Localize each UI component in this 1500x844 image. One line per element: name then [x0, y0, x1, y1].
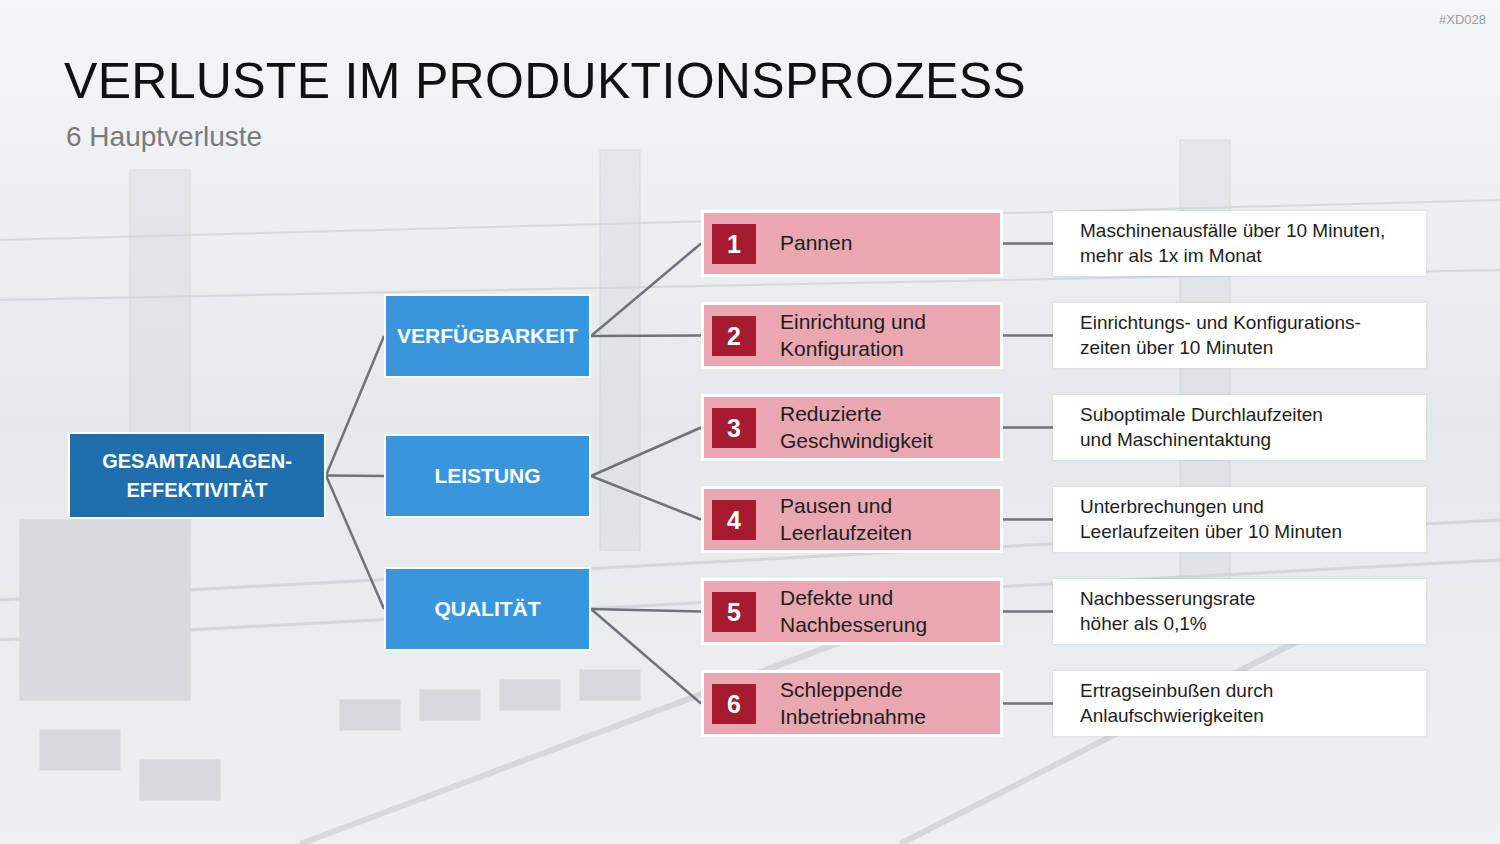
callout-number: 5 [712, 592, 756, 632]
node-text: Ertragseinbußen durch Anlaufschwierigkei… [1080, 679, 1380, 727]
node-text: Einrichtungs- und Konfigurations- zeiten… [1080, 311, 1415, 359]
node-text: Pausen und Leerlaufzeiten [780, 493, 994, 547]
root-box: GESAMTANLAGEN- EFFEKTIVITÄT [68, 432, 326, 519]
description-box: Unterbrechungen und Leerlaufzeiten über … [1053, 487, 1426, 552]
connector-line [1003, 426, 1053, 429]
loss-box: Schleppende Inbetriebnahme 6 [701, 670, 1003, 737]
node-text: Pannen [780, 230, 852, 257]
node-text: 5 [727, 596, 741, 628]
node-text: Einrichtung und Konfiguration [780, 309, 994, 363]
connector-line [591, 609, 701, 612]
connector-line [1003, 518, 1053, 521]
loss-box: Pausen und Leerlaufzeiten 4 [701, 486, 1003, 553]
callout-number: 6 [712, 684, 756, 724]
connector-line [591, 244, 701, 337]
callout-number: 4 [712, 500, 756, 540]
node-text: QUALITÄT [434, 597, 540, 621]
connector-line [591, 476, 701, 520]
node-text: Suboptimale Durchlaufzeiten und Maschine… [1080, 403, 1355, 451]
loss-box: Defekte und Nachbesserung 5 [701, 578, 1003, 645]
description-box: Suboptimale Durchlaufzeiten und Maschine… [1053, 395, 1426, 460]
node-text: LEISTUNG [434, 464, 540, 488]
node-text: Maschinenausfälle über 10 Minuten, mehr … [1080, 219, 1415, 267]
connector-line [591, 609, 701, 704]
connector-line [591, 334, 701, 337]
node-text: 2 [727, 320, 741, 352]
factory-silhouette [0, 140, 1500, 844]
connector-line [326, 476, 384, 610]
description-box: Nachbesserungsrate höher als 0,1% [1053, 579, 1426, 644]
node-text: 1 [727, 228, 741, 260]
loss-box: Einrichtung und Konfiguration 2 [701, 302, 1003, 369]
node-text: 3 [727, 412, 741, 444]
connector-line [1003, 242, 1053, 245]
connector-line [1003, 702, 1053, 705]
category-box: QUALITÄT [384, 567, 591, 651]
node-text: Defekte und Nachbesserung [780, 585, 994, 639]
callout-number: 2 [712, 316, 756, 356]
loss-box: Reduzierte Geschwindigkeit 3 [701, 394, 1003, 461]
slide-code: #XD028 [1439, 12, 1486, 27]
loss-box: Pannen 1 [701, 210, 1003, 277]
connector-line [326, 474, 384, 477]
node-text: VERFÜGBARKEIT [397, 324, 578, 348]
node-text: GESAMTANLAGEN- EFFEKTIVITÄT [92, 447, 302, 505]
node-text: Schleppende Inbetriebnahme [780, 677, 994, 731]
callout-number: 1 [712, 224, 756, 264]
connector-line [326, 336, 384, 476]
connector-line [1003, 334, 1053, 337]
node-text: Unterbrechungen und Leerlaufzeiten über … [1080, 495, 1380, 543]
description-box: Ertragseinbußen durch Anlaufschwierigkei… [1053, 671, 1426, 736]
node-text: 6 [727, 688, 741, 720]
node-text: 4 [727, 504, 741, 536]
node-text: Reduzierte Geschwindigkeit [780, 401, 994, 455]
category-box: LEISTUNG [384, 434, 591, 518]
category-box: VERFÜGBARKEIT [384, 294, 591, 378]
slide-title: VERLUSTE IM PRODUKTIONSPROZESS [64, 52, 1026, 110]
slide-subtitle: 6 Hauptverluste [66, 121, 262, 153]
connector-line [1003, 610, 1053, 613]
description-box: Maschinenausfälle über 10 Minuten, mehr … [1053, 211, 1426, 276]
connector-line [591, 428, 701, 477]
description-box: Einrichtungs- und Konfigurations- zeiten… [1053, 303, 1426, 368]
callout-number: 3 [712, 408, 756, 448]
node-text: Nachbesserungsrate höher als 0,1% [1080, 587, 1295, 635]
